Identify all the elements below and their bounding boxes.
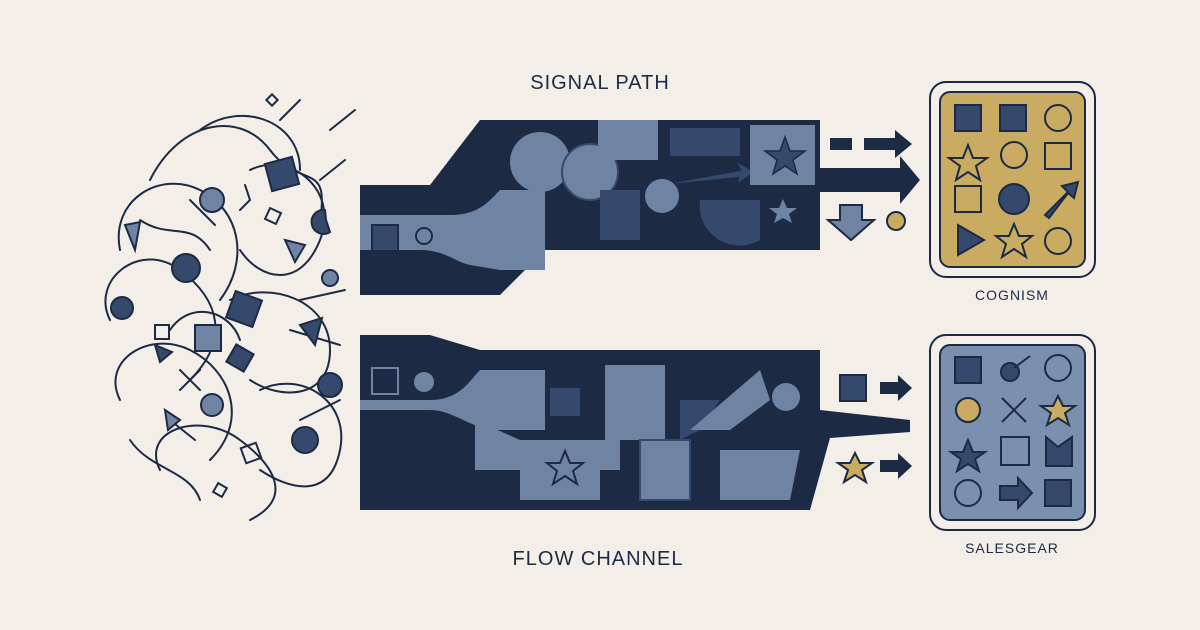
bottom-target-label: SALESGEAR — [965, 540, 1059, 556]
bottom-target-panel — [929, 334, 1096, 531]
top-channel-label: SIGNAL PATH — [530, 72, 670, 94]
top-target-label: COGNISM — [975, 287, 1049, 303]
bottom-channel-label: FLOW CHANNEL — [512, 548, 684, 570]
top-output-arrows — [820, 130, 920, 242]
bottom-channel — [360, 335, 910, 510]
top-target-panel — [929, 81, 1096, 278]
bottom-output-arrows — [834, 374, 912, 485]
chaos-cloud — [104, 99, 356, 521]
chaos-shapes — [110, 92, 343, 499]
top-channel — [360, 120, 820, 295]
